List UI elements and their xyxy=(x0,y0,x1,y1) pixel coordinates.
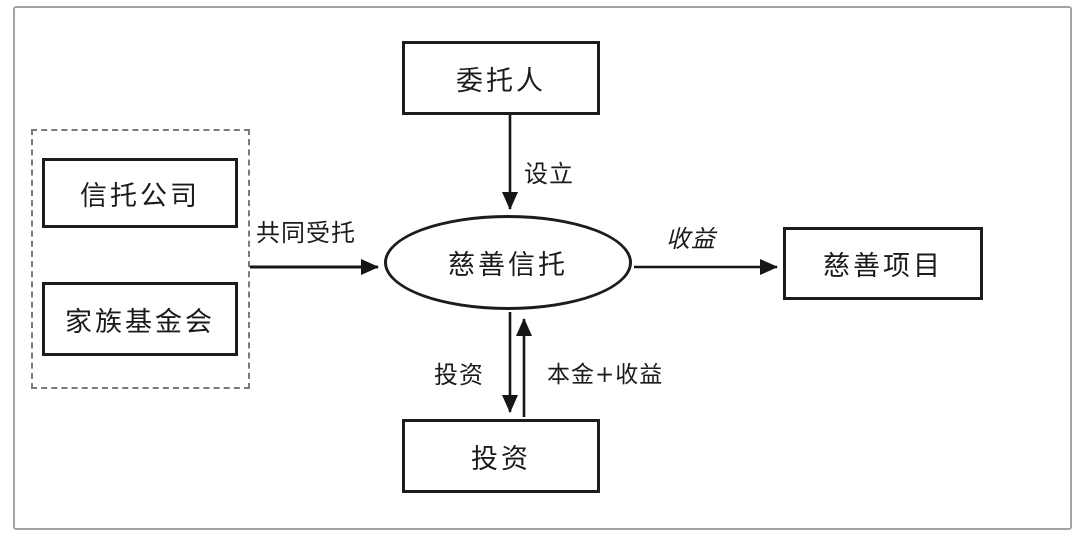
edge-label-joint-trusteeship: 共同受托 xyxy=(256,219,356,247)
node-charitable-trust-label: 慈善信托 xyxy=(448,250,568,281)
edge-label-income: 收益 xyxy=(666,225,716,253)
node-trust-company: 信托公司 xyxy=(42,158,238,228)
node-investment-label: 投资 xyxy=(471,443,531,475)
node-family-foundation: 家族基金会 xyxy=(42,282,238,356)
outer-border-frame xyxy=(13,6,1072,530)
node-settlor: 委托人 xyxy=(402,41,600,115)
node-investment: 投资 xyxy=(402,419,600,493)
node-settlor-label: 委托人 xyxy=(456,65,546,97)
edge-label-invest: 投资 xyxy=(434,361,484,389)
node-charity-project: 慈善项目 xyxy=(783,227,983,300)
edge-label-establish: 设立 xyxy=(524,160,574,188)
edge-label-principal-plus-income: 本金+收益 xyxy=(547,362,664,388)
node-charity-project-label: 慈善项目 xyxy=(823,251,943,282)
node-charitable-trust: 慈善信托 xyxy=(384,215,632,310)
node-family-foundation-label: 家族基金会 xyxy=(65,306,215,338)
node-trust-company-label: 信托公司 xyxy=(80,180,200,212)
